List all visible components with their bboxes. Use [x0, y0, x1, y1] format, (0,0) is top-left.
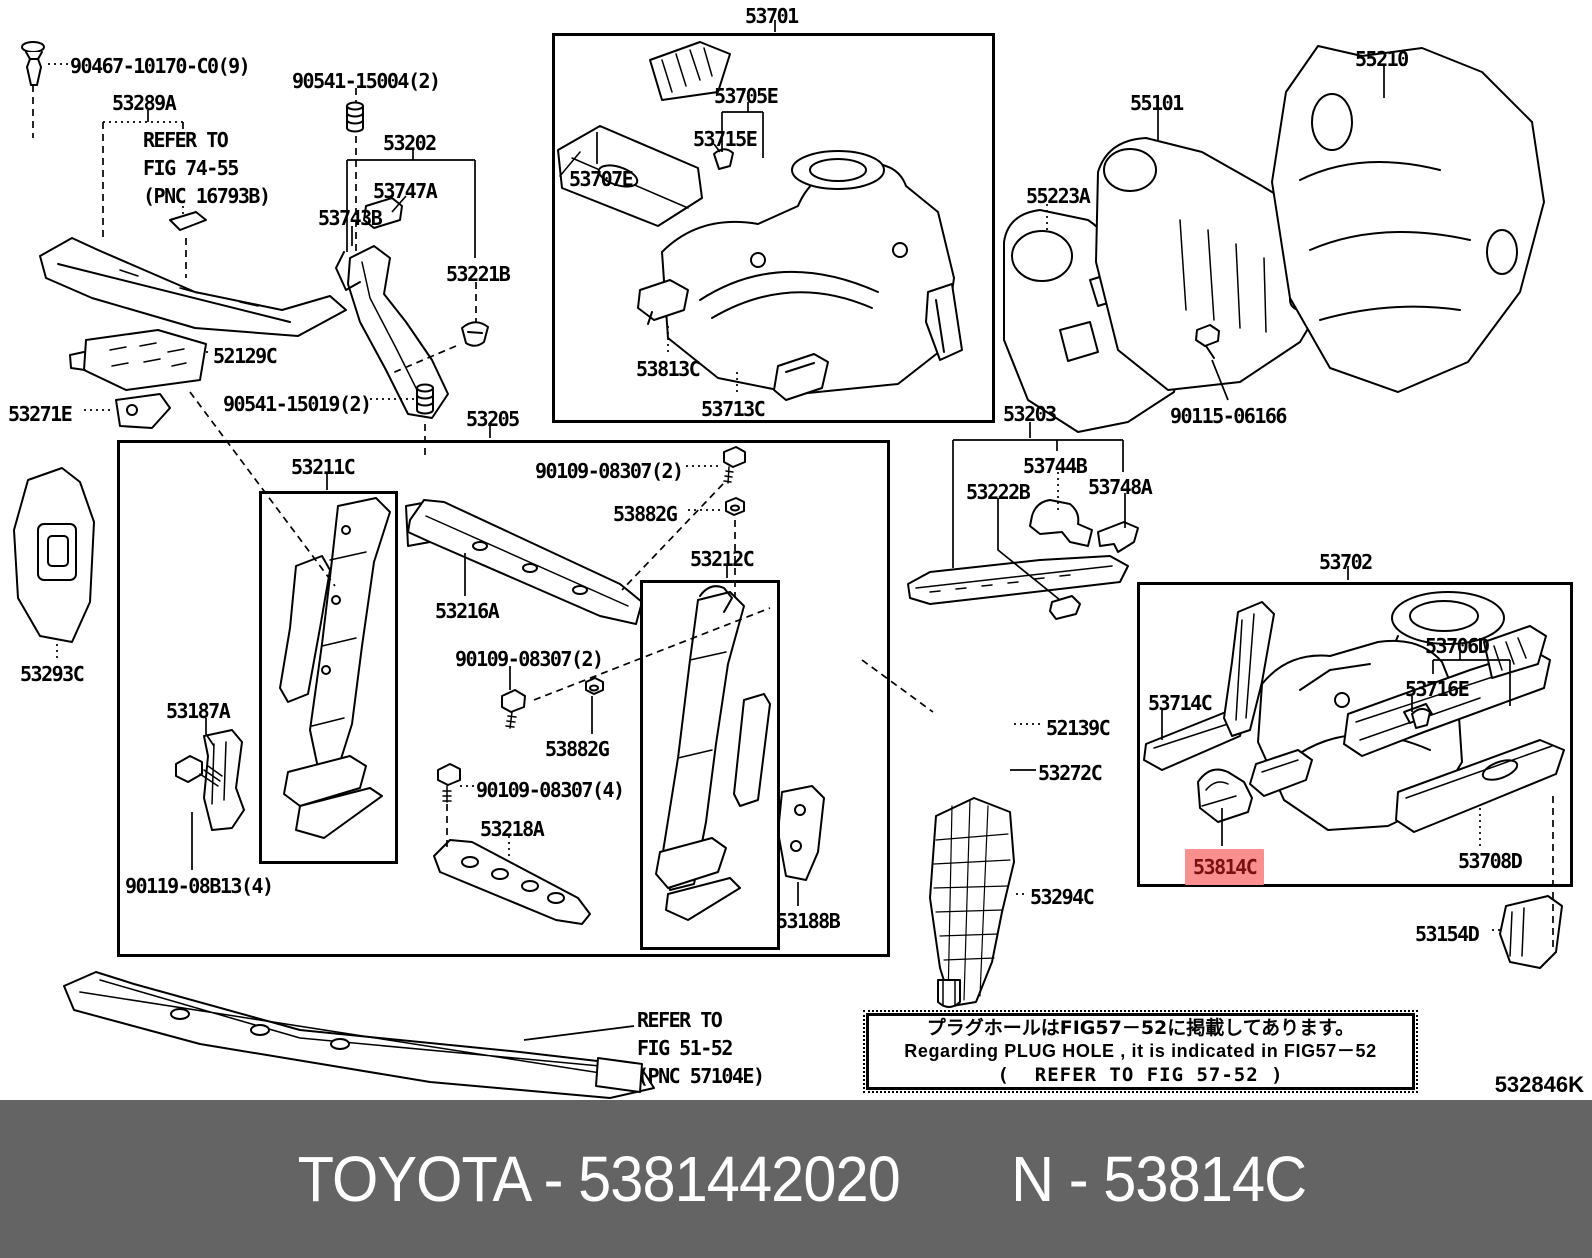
part-label-53187a[interactable]: 53187A	[166, 699, 231, 723]
part-label-52139c[interactable]: 52139C	[1046, 716, 1111, 740]
part-label-53882g-a[interactable]: 53882G	[613, 502, 678, 526]
part-art-53271e	[115, 393, 171, 429]
part-art-53154d	[1499, 895, 1563, 969]
group-box-53211c	[259, 491, 398, 864]
part-art-53289a	[39, 237, 347, 337]
part-label-53202[interactable]: 53202	[383, 131, 437, 155]
part-art-55210	[1271, 45, 1545, 393]
part-label-90109-08307-2-b[interactable]: 90109-08307(2)	[455, 647, 604, 671]
part-art-52129c	[69, 329, 207, 391]
part-label-53294c[interactable]: 53294C	[1030, 885, 1095, 909]
part-label-53701[interactable]: 53701	[745, 4, 799, 28]
part-label-90119-08b13-4[interactable]: 90119-08B13(4)	[125, 874, 274, 898]
part-art-53748a	[1097, 521, 1139, 553]
part-label-53715e[interactable]: 53715E	[693, 127, 758, 151]
part-art-90467-clip	[21, 41, 45, 86]
part-label-90109-08307-2-a[interactable]: 90109-08307(2)	[535, 459, 684, 483]
part-art-53294c	[929, 797, 1015, 1007]
part-label-53748a[interactable]: 53748A	[1088, 475, 1153, 499]
part-label-53747a[interactable]: 53747A	[373, 179, 438, 203]
group-box-53702	[1137, 582, 1573, 887]
part-art-55223a	[1003, 209, 1187, 433]
part-label-53203[interactable]: 53203	[1003, 402, 1057, 426]
part-label-53212c[interactable]: 53212C	[690, 547, 755, 571]
part-label-90115-06166[interactable]: 90115-06166	[1170, 404, 1287, 428]
part-label-90109-08307-4[interactable]: 90109-08307(4)	[476, 778, 625, 802]
part-label-53743b[interactable]: 53743B	[318, 206, 383, 230]
part-label-53188b[interactable]: 53188B	[776, 909, 841, 933]
part-art-57104-rail	[63, 971, 655, 1099]
part-label-53271e[interactable]: 53271E	[8, 402, 73, 426]
part-art-90541-15004-stud	[346, 101, 364, 133]
part-label-53716e[interactable]: 53716E	[1405, 677, 1470, 701]
part-label-53814c[interactable]: 53814C	[1185, 849, 1265, 885]
part-label-53218a[interactable]: 53218A	[480, 817, 545, 841]
part-art-90115-bolt	[1195, 324, 1220, 359]
part-label-53707e[interactable]: 53707E	[569, 167, 634, 191]
part-art-note-clip	[937, 979, 961, 1008]
part-art-53221b-clip	[461, 321, 489, 347]
part-label-53211c[interactable]: 53211C	[291, 455, 356, 479]
group-box-53205	[117, 440, 890, 957]
part-label-53216a[interactable]: 53216A	[435, 599, 500, 623]
note-line-refer: ( REFER TO FIG 57-52 )	[997, 1064, 1284, 1086]
part-label-53702[interactable]: 53702	[1319, 550, 1373, 574]
part-label-53813c[interactable]: 53813C	[636, 357, 701, 381]
part-label-53714c[interactable]: 53714C	[1148, 691, 1213, 715]
footer-part-code: N - 53814C	[1011, 1143, 1307, 1215]
part-label-53706d[interactable]: 53706D	[1425, 634, 1490, 658]
part-label-53293c[interactable]: 53293C	[20, 662, 85, 686]
part-label-53708d[interactable]: 53708D	[1458, 849, 1523, 873]
part-label-53713c[interactable]: 53713C	[701, 397, 766, 421]
part-art-55101	[1095, 137, 1337, 391]
part-label-55223a[interactable]: 55223A	[1026, 184, 1091, 208]
part-label-55210[interactable]: 55210	[1355, 47, 1409, 71]
part-art-refer-plate	[169, 211, 207, 231]
part-art-53222b-clip	[1049, 595, 1081, 620]
part-label-53744b[interactable]: 53744B	[1023, 454, 1088, 478]
part-label-53221b[interactable]: 53221B	[446, 262, 511, 286]
note-line-japanese: プラグホールはFIG57－52に掲載してあります。	[926, 1017, 1355, 1039]
note-line-english: Regarding PLUG HOLE , it is indicated in…	[904, 1041, 1377, 1061]
footer-part-number: TOYOTA - 5381442020	[297, 1143, 900, 1215]
figure-code: 532846K	[1494, 1072, 1584, 1097]
part-art-90541-15019-stud	[416, 383, 434, 415]
part-label-90467-10170-c0-9[interactable]: 90467-10170-C0(9)	[70, 54, 251, 78]
part-label-53154d[interactable]: 53154D	[1415, 922, 1480, 946]
group-box-53701	[552, 33, 995, 423]
part-label-55101[interactable]: 55101	[1130, 91, 1184, 115]
part-number-footer-bar: TOYOTA - 5381442020 N - 53814C	[0, 1100, 1592, 1258]
part-label-53882g-b[interactable]: 53882G	[545, 737, 610, 761]
part-art-53744b	[1029, 499, 1093, 547]
group-box-53212c	[640, 580, 780, 950]
part-label-90541-15004-2[interactable]: 90541-15004(2)	[292, 69, 441, 93]
part-label-53205[interactable]: 53205	[466, 407, 520, 431]
part-label-52129c[interactable]: 52129C	[213, 344, 278, 368]
plug-hole-note-box: プラグホールはFIG57－52に掲載してあります。 Regarding PLUG…	[863, 1010, 1418, 1093]
part-label-53222b[interactable]: 53222B	[966, 480, 1031, 504]
part-art-53203-beam	[907, 555, 1129, 605]
part-label-90541-15019-2[interactable]: 90541-15019(2)	[223, 392, 372, 416]
part-art-53293c	[13, 467, 95, 643]
part-label-53272c[interactable]: 53272C	[1038, 761, 1103, 785]
part-label-53705e[interactable]: 53705E	[714, 84, 779, 108]
part-label-53289a[interactable]: 53289A	[112, 91, 177, 115]
